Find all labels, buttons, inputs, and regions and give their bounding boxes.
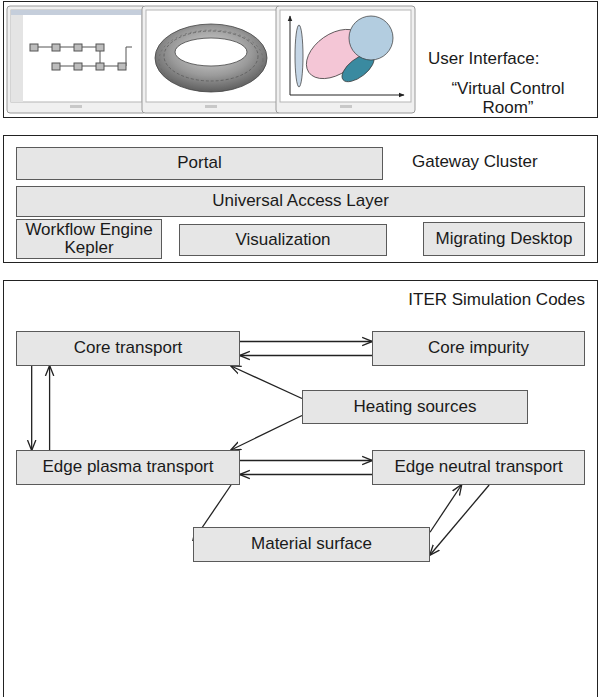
box-label: Core transport — [74, 339, 183, 357]
flow-arrow — [49, 366, 50, 450]
flow-arrow — [430, 485, 461, 532]
box-label: Core impurity — [428, 339, 529, 357]
flow-arrow — [231, 416, 302, 451]
component-box: Visualization — [179, 224, 387, 256]
component-box: Universal Access Layer — [16, 186, 585, 217]
flow-arrow — [240, 460, 372, 461]
flow-arrow — [240, 474, 372, 475]
side-panel — [11, 15, 23, 102]
plot-axis — [290, 95, 404, 96]
plot-monitor — [276, 6, 415, 113]
component-box: Edge neutral transport — [372, 450, 585, 485]
workflow-step — [96, 63, 104, 70]
torus-texture — [164, 31, 258, 81]
box-label: Workflow Engine Kepler — [22, 221, 156, 258]
monitor-logo — [70, 105, 82, 108]
plasma-torus — [155, 24, 267, 92]
flow-arrow — [231, 366, 302, 399]
monitor-frame — [276, 6, 415, 113]
connector-group — [32, 342, 489, 556]
workflow-step — [74, 63, 82, 70]
component-box: Workflow Engine Kepler — [16, 219, 162, 259]
box-label: Portal — [177, 154, 221, 172]
component-box: Core impurity — [372, 331, 585, 366]
flow-arrow — [240, 341, 372, 342]
box-label: Material surface — [251, 535, 372, 553]
box-label: Visualization — [235, 231, 330, 249]
torus-monitor — [142, 6, 281, 113]
monitor-frame — [142, 6, 281, 113]
workflow-step — [52, 63, 60, 70]
component-box: Portal — [16, 147, 383, 180]
box-label: Heating sources — [354, 398, 477, 416]
monitor-logo — [340, 105, 352, 108]
workflow-step — [74, 44, 82, 51]
blue-circle — [349, 16, 393, 60]
component-box: Material surface — [193, 527, 430, 562]
flow-arrow — [240, 355, 372, 356]
workflow-monitor — [7, 6, 146, 113]
panel-heading: ITER Simulation Codes — [380, 291, 585, 309]
workflow-step — [30, 44, 38, 51]
monitor-screen — [11, 10, 142, 102]
box-label: Edge neutral transport — [394, 458, 562, 476]
box-label: Migrating Desktop — [435, 230, 572, 248]
layer-panel: ITER Simulation CodesCore transport Core … — [3, 280, 598, 697]
layer-panel: Gateway Cluster PortalUniversal Access La… — [3, 135, 598, 263]
monitor-screen — [280, 10, 411, 102]
workflow-step — [118, 63, 126, 70]
panel-heading: User Interface: — [428, 50, 588, 68]
component-box: Core transport — [16, 331, 240, 366]
workflow-step — [96, 44, 104, 51]
box-label: Universal Access Layer — [212, 192, 389, 210]
component-box: Heating sources — [302, 390, 528, 424]
title-bar — [11, 10, 142, 15]
thin-ellipse — [295, 25, 303, 87]
workflow-step — [52, 44, 60, 51]
monitor-logo — [205, 105, 217, 108]
panel-heading: Gateway Cluster — [412, 153, 584, 171]
flow-arrow — [31, 366, 32, 450]
panel-heading: “Virtual Control Room” — [428, 80, 588, 117]
component-box: Migrating Desktop — [423, 222, 585, 256]
torus-texture — [159, 30, 263, 90]
monitor-frame — [7, 6, 146, 113]
plot-axis — [290, 16, 291, 95]
monitor-screen — [146, 10, 277, 102]
layer-panel: User Interface: “Virtual Control Room” — [3, 1, 598, 118]
component-box: Edge plasma transport — [16, 450, 240, 485]
box-label: Edge plasma transport — [42, 458, 213, 476]
flow-arrow — [430, 485, 489, 555]
